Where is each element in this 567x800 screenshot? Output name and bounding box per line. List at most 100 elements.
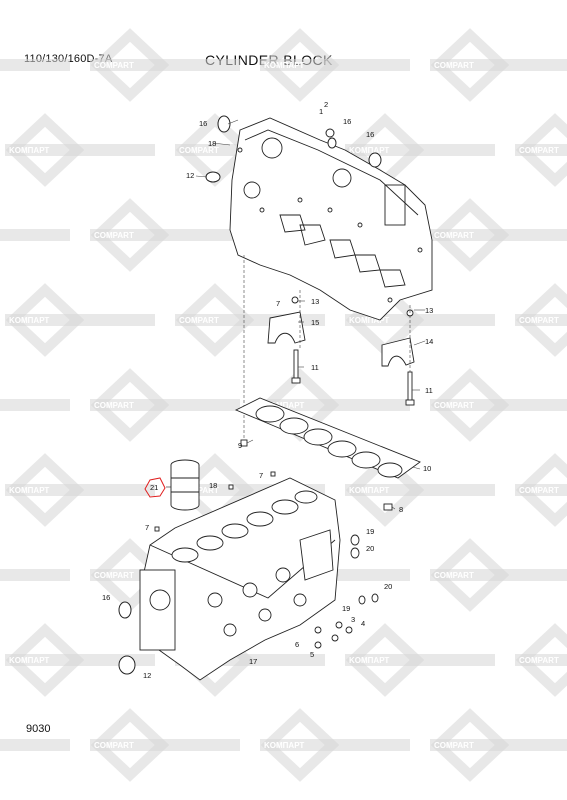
callout-19b: 19	[342, 604, 350, 613]
svg-text:COMPART: COMPART	[94, 231, 134, 240]
callout-20b: 20	[384, 582, 392, 591]
watermark-logo: COMPART	[430, 28, 567, 102]
watermark-logo: KOMПАРТ	[345, 453, 495, 527]
watermark-logo: COMPART	[90, 198, 240, 272]
callout-12b: 12	[143, 671, 151, 680]
watermark-logo: COMPART	[90, 368, 240, 442]
callout-16d: 16	[102, 593, 110, 602]
watermark-logo: KOMПАРТ	[5, 453, 155, 527]
watermark-logo: COMPART	[90, 28, 240, 102]
callout-19a: 19	[366, 527, 374, 536]
svg-text:KOMПАРТ: KOMПАРТ	[264, 741, 304, 750]
watermark-logo: KOMПАРТ	[0, 229, 70, 241]
watermark-logo: COMPART	[515, 113, 567, 187]
watermark-logo: KOMПАРТ	[0, 399, 70, 411]
svg-text:KOMПАРТ: KOMПАРТ	[349, 146, 389, 155]
callout-7c: 7	[276, 299, 280, 308]
watermark-logo: COMPART	[430, 368, 567, 442]
svg-text:COMPART: COMPART	[94, 401, 134, 410]
callout-18b: 18	[209, 481, 217, 490]
callout-16a: 16	[199, 119, 207, 128]
part-21-highlight	[144, 477, 171, 498]
watermark-logo: KOMПАРТ	[5, 283, 155, 357]
watermark-logo: KOMПАРТ	[5, 623, 155, 697]
svg-text:COMPART: COMPART	[434, 741, 474, 750]
page-number: 9030	[26, 723, 51, 735]
svg-text:KOMПАРТ: KOMПАРТ	[264, 61, 304, 70]
seal-rings	[118, 115, 382, 675]
callout-7b: 7	[145, 523, 149, 532]
svg-text:KOMПАРТ: KOMПАРТ	[349, 656, 389, 665]
callout-17: 17	[249, 657, 257, 666]
callout-11a: 11	[311, 363, 319, 372]
svg-text:COMPART: COMPART	[434, 401, 474, 410]
watermark-logo: KOMПАРТ	[260, 708, 410, 782]
callout-21: 21	[150, 483, 158, 492]
svg-text:KOMПАРТ: KOMПАРТ	[349, 486, 389, 495]
head-gasket	[234, 397, 421, 479]
watermark-logo: KOMПАРТ	[0, 739, 70, 751]
lower-cylinder-block	[139, 477, 341, 681]
svg-text:COMPART: COMPART	[94, 571, 134, 580]
svg-text:COMPART: COMPART	[94, 61, 134, 70]
svg-text:COMPART: COMPART	[434, 571, 474, 580]
watermark-logo: KOMПАРТ	[345, 623, 495, 697]
svg-text:COMPART: COMPART	[519, 146, 559, 155]
svg-text:COMPART: COMPART	[179, 316, 219, 325]
callout-14: 14	[425, 337, 433, 346]
watermark-logo: KOMПАРТ	[5, 113, 155, 187]
watermark-logo: COMPART	[430, 708, 567, 782]
callout-2: 2	[324, 100, 328, 109]
callout-18a: 18	[208, 139, 216, 148]
svg-text:KOMПАРТ: KOMПАРТ	[349, 316, 389, 325]
callout-13b: 13	[425, 306, 433, 315]
svg-text:COMPART: COMPART	[434, 231, 474, 240]
svg-text:COMPART: COMPART	[519, 486, 559, 495]
callout-10: 10	[423, 464, 431, 473]
callout-9: 9	[238, 441, 242, 450]
watermark-layer: KOMПАРТ COMPART KOMПАРТ COMPART KOMПАРТ COMPA…	[0, 28, 567, 782]
svg-text:KOMПАРТ: KOMПАРТ	[264, 401, 304, 410]
cylinder-liner	[170, 459, 200, 511]
svg-text:KOMПАРТ: KOMПАРТ	[9, 146, 49, 155]
callout-15: 15	[311, 318, 319, 327]
svg-text:COMPART: COMPART	[179, 146, 219, 155]
watermark-logo: COMPART	[515, 623, 567, 697]
callout-16b: 16	[343, 117, 351, 126]
callout-7a: 7	[259, 471, 263, 480]
watermark-logo: COMPART	[515, 453, 567, 527]
watermark-logo: COMPART	[90, 708, 240, 782]
callout-12a: 12	[186, 171, 194, 180]
callout-1: 1	[319, 107, 323, 116]
cap-bolts	[240, 349, 415, 511]
main-bearing-caps	[267, 296, 415, 367]
watermark-logo: COMPART	[430, 198, 567, 272]
svg-text:COMPART: COMPART	[519, 316, 559, 325]
callout-5: 5	[310, 650, 314, 659]
svg-text:COMPART: COMPART	[94, 741, 134, 750]
watermark-logo: KOMПАРТ	[260, 28, 410, 102]
callout-13a: 13	[311, 297, 319, 306]
callout-labels: 1 2 3 4 5 6 7 7 7 8 9 10 11 11 12 12 13 …	[102, 100, 433, 680]
watermark-logo: KOMПАРТ	[0, 569, 70, 581]
svg-text:KOMПАРТ: KOMПАРТ	[9, 316, 49, 325]
callout-4: 4	[361, 619, 365, 628]
leader-lines	[195, 119, 426, 510]
callout-6: 6	[295, 640, 299, 649]
watermark-logo: KOMПАРТ	[0, 59, 70, 71]
callout-11b: 11	[425, 386, 433, 395]
svg-text:COMPART: COMPART	[434, 61, 474, 70]
callout-16c: 16	[366, 130, 374, 139]
svg-text:COMPART: COMPART	[519, 656, 559, 665]
watermark-logo: COMPART	[515, 283, 567, 357]
svg-text:KOMПАРТ: KOMПАРТ	[9, 656, 49, 665]
callout-20a: 20	[366, 544, 374, 553]
callout-8: 8	[399, 505, 403, 514]
fittings	[154, 471, 379, 649]
upper-cylinder-block	[229, 117, 433, 321]
svg-text:KOMПАРТ: KOMПАРТ	[9, 486, 49, 495]
watermark-logo: COMPART	[430, 538, 567, 612]
callout-3: 3	[351, 615, 355, 624]
